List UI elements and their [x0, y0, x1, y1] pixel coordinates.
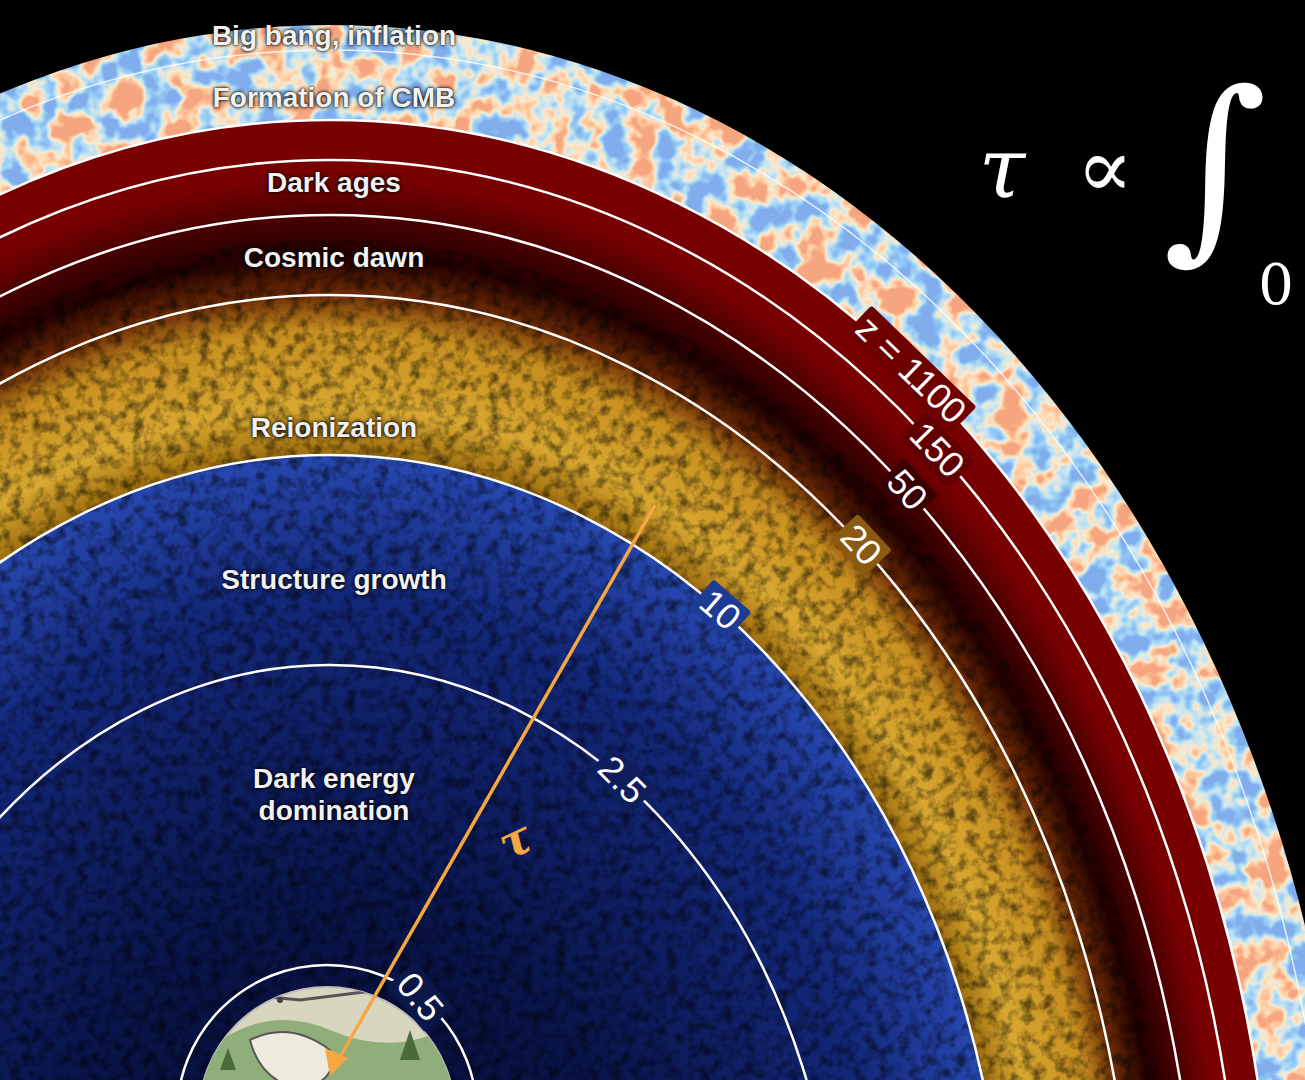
era-label: Cosmic dawn [244, 244, 424, 272]
redshift-number: 10 [689, 579, 752, 641]
era-label: Dark ages [267, 169, 401, 197]
era-label: Big bang, inflation [212, 22, 456, 50]
era-label: Dark energy domination [229, 763, 439, 827]
tau-symbol: τ [491, 813, 538, 868]
redshift-number: z = 1100 [845, 305, 977, 434]
redshift-number: 0.5 [386, 962, 454, 1032]
era-label: Reionization [251, 414, 417, 442]
redshift-number: 2.5 [587, 745, 656, 814]
formula-integral: ∫ [1163, 65, 1267, 265]
formula-limit: 0 [1258, 257, 1294, 313]
era-label: Formation of CMB [213, 84, 456, 112]
redshift-number: 20 [830, 514, 892, 577]
formula-symbol: τ [979, 126, 1025, 210]
formula-symbol: ∝ [1077, 126, 1134, 210]
era-label: Structure growth [221, 566, 447, 594]
